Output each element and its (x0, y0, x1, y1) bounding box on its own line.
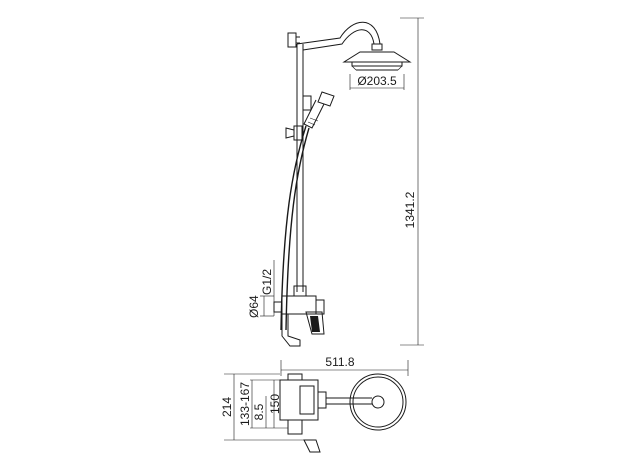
total-height-dimension: 1341.2 (400, 17, 424, 346)
top-view-mixer (279, 373, 327, 453)
slide-bar-holder (285, 95, 312, 141)
inlet-thread-label: G1/2 (260, 269, 274, 295)
total-height-label: 1341.2 (403, 191, 417, 228)
front-view: Ø203.5 (247, 17, 424, 376)
head-diameter-label: Ø203.5 (357, 74, 397, 88)
shower-head (342, 43, 412, 71)
head-diameter-dimension: Ø203.5 (349, 74, 405, 90)
depth-inner-label: 150 (268, 394, 282, 414)
top-view: 214 133-167 8.5 150 (220, 373, 407, 453)
hand-shower (303, 91, 335, 129)
top-wall-bracket (287, 32, 300, 48)
depth-dimensions: 214 133-167 8.5 150 (220, 373, 304, 441)
inlet-dimensions: G1/2 Ø64 (247, 260, 275, 318)
depth-range-label: 133-167 (238, 382, 252, 426)
riser-pipe (296, 44, 304, 292)
mixer-valve (273, 285, 325, 347)
top-view-shower-head (349, 373, 407, 431)
shower-arm (296, 21, 381, 51)
depth-total-label: 214 (220, 397, 234, 417)
depth-offset-label: 8.5 (252, 403, 266, 420)
inlet-diameter-label: Ø64 (247, 295, 261, 318)
shower-hose (280, 125, 310, 331)
total-width-dimension: 511.8 (280, 355, 409, 376)
total-width-label: 511.8 (325, 355, 354, 369)
top-view-arm (326, 397, 372, 405)
